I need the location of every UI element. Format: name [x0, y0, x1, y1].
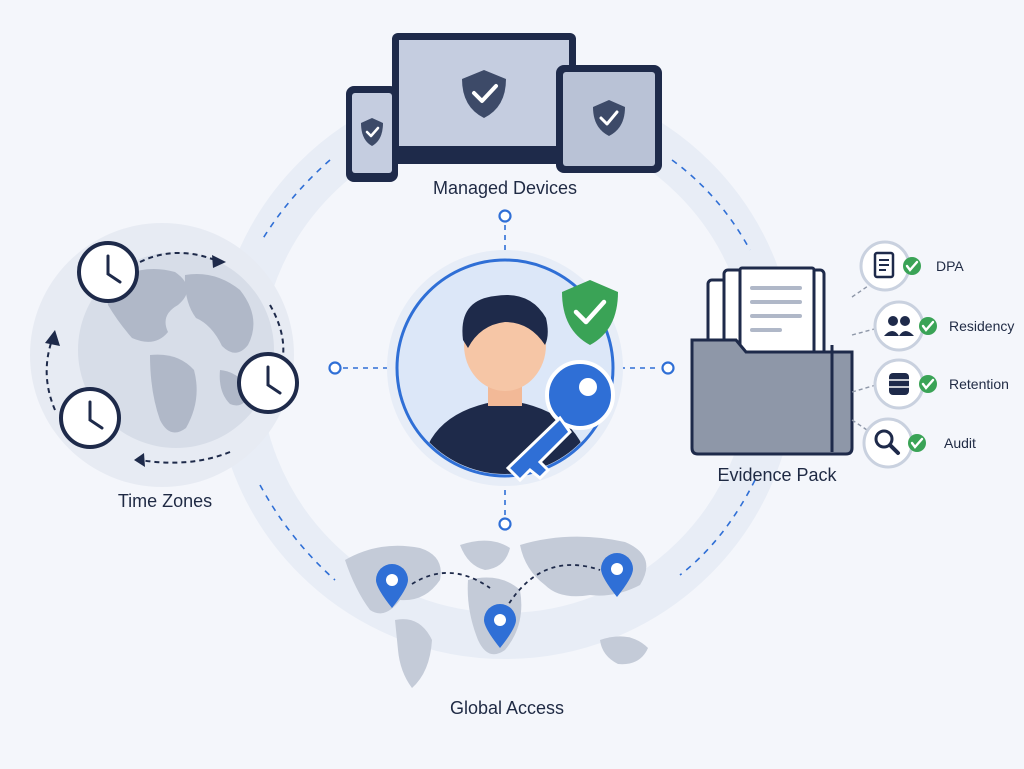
database-icon — [873, 358, 937, 410]
clock-icon — [237, 352, 299, 414]
evidence-item-label: Audit — [944, 435, 976, 451]
orbit-dashed-arcs — [259, 159, 756, 581]
node-label-time-zones: Time Zones — [117, 491, 213, 511]
evidence-item-label: Retention — [949, 376, 1009, 392]
shield-check-icon — [562, 280, 618, 345]
evidence-item-label: DPA — [936, 258, 964, 274]
world-map-icon — [345, 536, 648, 688]
document-icon — [859, 240, 921, 292]
globe-clocks-icon — [30, 223, 299, 487]
node-label-evidence-pack: Evidence Pack — [717, 465, 837, 485]
evidence-item-icons — [859, 240, 937, 469]
magnifier-icon — [862, 417, 926, 469]
devices-icon — [346, 33, 662, 182]
evidence-item-label: Residency — [949, 318, 1015, 334]
location-pin-icon — [484, 604, 516, 648]
key-icon — [505, 360, 615, 483]
location-pin-icon — [601, 553, 633, 597]
node-label-global-access: Global Access — [449, 698, 565, 718]
evidence-folder-icon — [690, 266, 854, 456]
location-pin-icon — [376, 564, 408, 608]
clock-icon — [59, 387, 121, 449]
node-label-managed-devices: Managed Devices — [432, 178, 578, 198]
clock-icon — [77, 241, 139, 303]
users-icon — [873, 300, 937, 352]
connector-dots — [328, 209, 675, 531]
evidence-connectors — [851, 285, 879, 433]
